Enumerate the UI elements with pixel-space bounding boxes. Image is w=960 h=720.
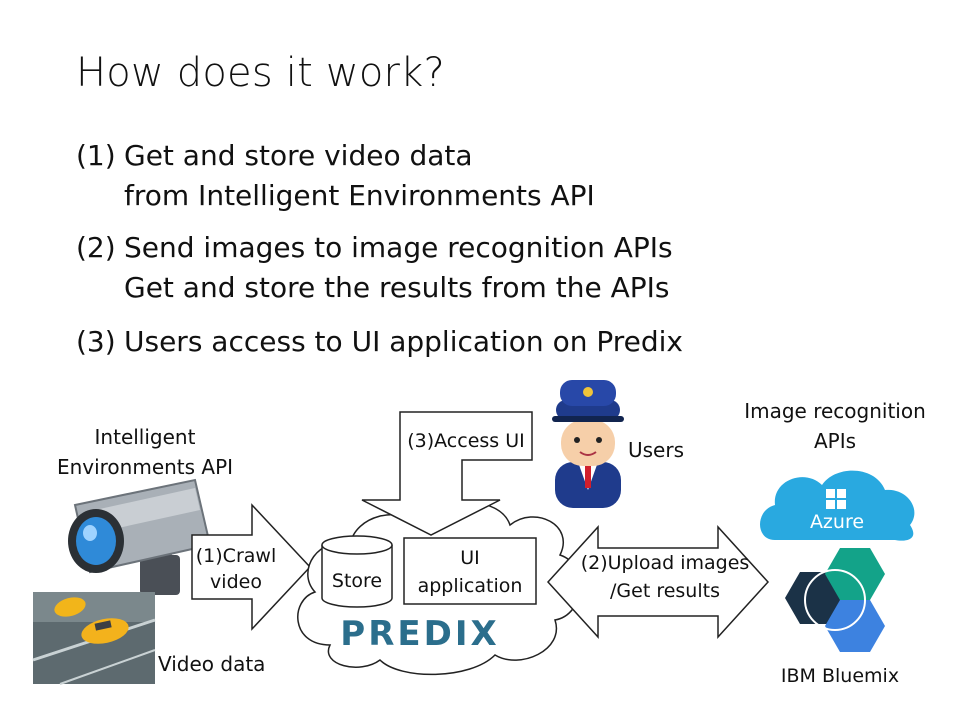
image-recognition-line: APIs xyxy=(813,429,857,453)
ui-application-label: UI application xyxy=(404,544,536,600)
image-recognition-line: Image recognition xyxy=(744,399,926,423)
step-line: Get and store the results from the APIs xyxy=(124,271,670,304)
camera-label-line: Intelligent xyxy=(94,425,196,449)
page-title: How does it work? xyxy=(76,50,445,96)
step-number: (2) xyxy=(76,231,116,264)
camera-label-line: Environments API xyxy=(56,455,234,479)
step-line: from Intelligent Environments API xyxy=(124,179,595,212)
ibm-bluemix-logo xyxy=(785,548,885,652)
video-data-label: Video data xyxy=(158,652,266,676)
upload-arrow-label: (2)Upload images /Get results xyxy=(580,549,750,605)
user-guard-icon xyxy=(552,380,624,508)
crawl-arrow-line: (1)Crawl xyxy=(195,545,277,567)
store-database-icon xyxy=(321,535,393,608)
camera-label: Intelligent Environments API xyxy=(40,422,250,482)
users-label: Users xyxy=(628,438,685,462)
step-line: Users access to UI application on Predix xyxy=(124,325,683,358)
ui-application-box xyxy=(403,537,537,605)
video-thumbnail xyxy=(32,592,156,685)
azure-logo xyxy=(760,470,915,541)
predix-logo: PREDIX xyxy=(340,614,500,654)
step-2: (2) Send images to image recognition API… xyxy=(76,228,776,308)
step-3: (3) Users access to UI application on Pr… xyxy=(76,322,776,362)
ui-application-line: application xyxy=(417,575,523,597)
ui-application-line: UI xyxy=(460,547,480,569)
ibm-bluemix-label: IBM Bluemix xyxy=(780,665,900,687)
store-label: Store xyxy=(331,570,383,592)
crawl-arrow xyxy=(191,503,312,631)
step-number: (3) xyxy=(76,325,116,358)
step-1: (1) Get and store video data from Intell… xyxy=(76,136,776,216)
step-number: (1) xyxy=(76,139,116,172)
crawl-arrow-label: (1)Crawl video xyxy=(188,543,284,595)
azure-logo-text: Azure xyxy=(809,511,865,533)
access-arrow-label: (3)Access UI xyxy=(407,430,525,452)
upload-results-arrow xyxy=(546,525,770,639)
access-arrow xyxy=(361,411,533,536)
upload-arrow-line: (2)Upload images xyxy=(580,552,750,574)
crawl-arrow-line: video xyxy=(210,571,262,593)
image-recognition-label: Image recognition APIs xyxy=(730,396,940,456)
security-camera-icon xyxy=(68,478,212,595)
step-line: Get and store video data xyxy=(124,139,473,172)
upload-arrow-line: /Get results xyxy=(610,580,720,602)
step-line: Send images to image recognition APIs xyxy=(124,231,673,264)
